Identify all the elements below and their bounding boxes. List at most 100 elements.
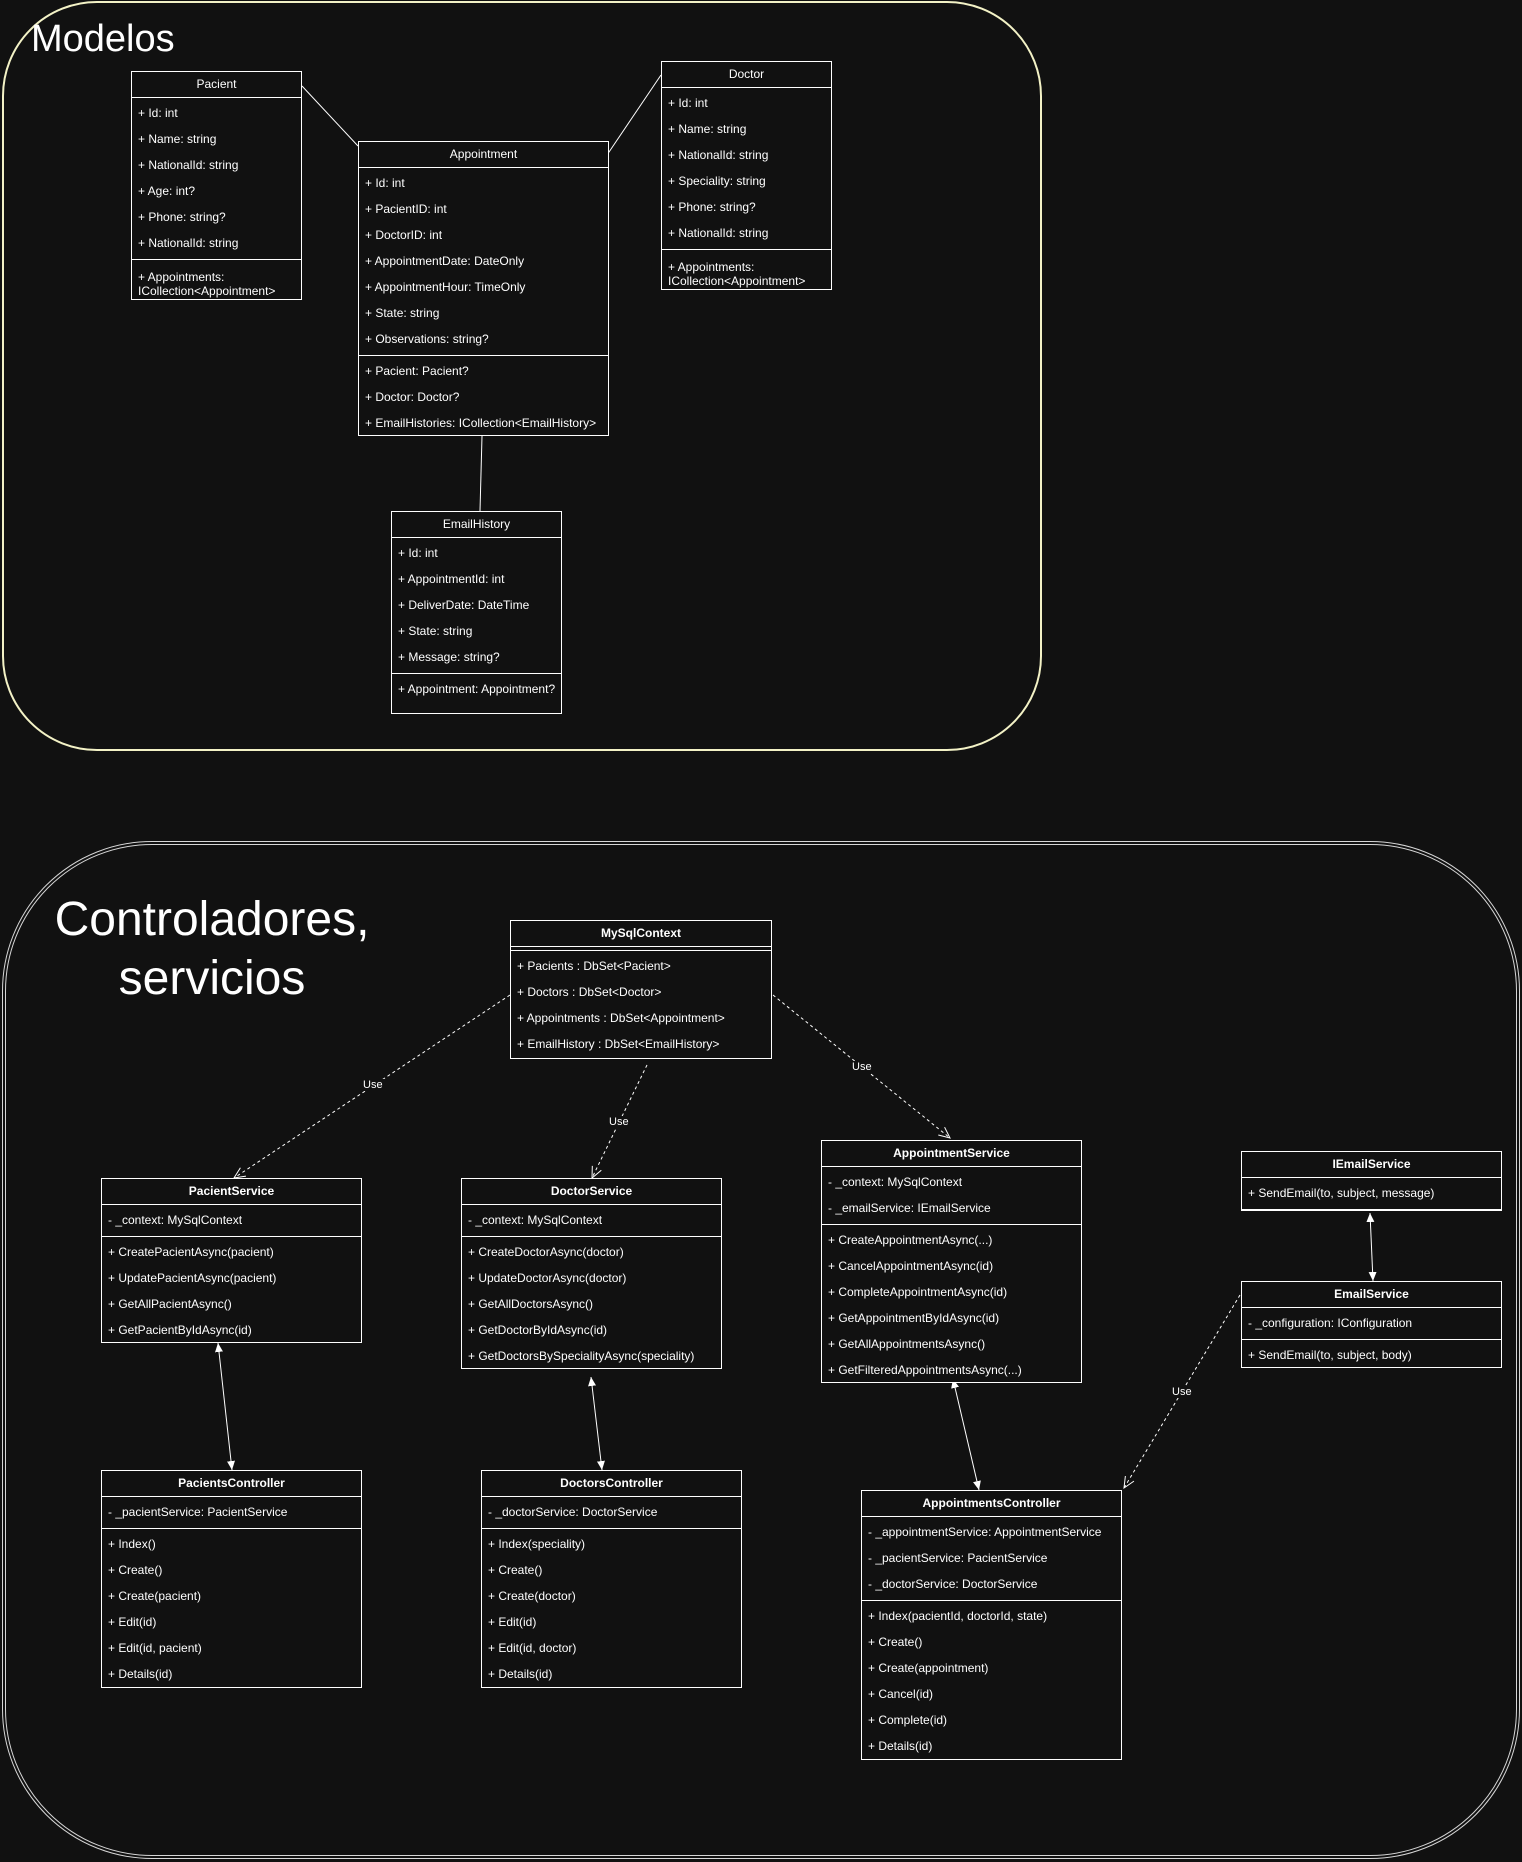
empty-section <box>1242 1209 1501 1213</box>
class-title: DoctorsController <box>482 1471 741 1497</box>
class-title: MySqlContext <box>511 921 771 947</box>
navigation-section: + Appointments: ICollection<Appointment> <box>132 259 301 304</box>
class-doctorservice[interactable]: DoctorService - _context: MySqlContext +… <box>461 1178 722 1369</box>
methods-section: + SendEmail(to, subject, message) <box>1242 1178 1501 1209</box>
attribute-row: + DoctorID: int <box>365 228 443 242</box>
appointmentservice-controller-link <box>951 1378 981 1491</box>
method-row: + SendEmail(to, subject, message) <box>1248 1186 1435 1200</box>
method-row: + Index(speciality) <box>488 1537 586 1551</box>
attributes-section: + Id: int + Name: string + NationalId: s… <box>662 88 831 249</box>
attribute-row: + NationalId: string <box>668 148 769 162</box>
attribute-row: + State: string <box>398 624 473 638</box>
method-row: + Create() <box>108 1563 163 1577</box>
class-appointment[interactable]: Appointment + Id: int + PacientID: int +… <box>358 141 609 436</box>
class-doctorscontroller[interactable]: DoctorsController - _doctorService: Doct… <box>481 1470 742 1688</box>
attribute-row: + DeliverDate: DateTime <box>398 598 530 612</box>
class-appointmentscontroller[interactable]: AppointmentsController - _appointmentSer… <box>861 1490 1122 1760</box>
class-title: EmailService <box>1242 1282 1501 1308</box>
method-row: + UpdatePacientAsync(pacient) <box>108 1271 277 1285</box>
controllers-title-line-2: servicios <box>118 952 306 1005</box>
class-mysqlcontext[interactable]: MySqlContext + Pacients : DbSet<Pacient>… <box>510 920 772 1059</box>
class-appointmentservice[interactable]: AppointmentService - _context: MySqlCont… <box>821 1140 1082 1383</box>
use-edge-emailservice <box>1123 1294 1241 1490</box>
method-row: + Create() <box>868 1635 923 1649</box>
attribute-row: + Id: int <box>398 546 438 560</box>
attribute-row: + Observations: string? <box>365 332 489 346</box>
use-edge-appointmentservice <box>772 994 951 1139</box>
appointment-emailhistory-link <box>479 435 483 512</box>
method-row: + Index(pacientId, doctorId, state) <box>868 1609 1048 1623</box>
property-row: + EmailHistory : DbSet<EmailHistory> <box>517 1037 720 1051</box>
methods-section: + SendEmail(to, subject, body) <box>1242 1339 1501 1371</box>
attribute-row: + PacientID: int <box>365 202 447 216</box>
class-emailhistory[interactable]: EmailHistory + Id: int + AppointmentId: … <box>391 511 562 714</box>
class-title: AppointmentsController <box>862 1491 1121 1517</box>
navigation-section: + Pacient: Pacient? + Doctor: Doctor? + … <box>359 355 608 439</box>
field-row: - _context: MySqlContext <box>108 1213 243 1227</box>
navigation-row: + Appointment: Appointment? <box>398 682 556 696</box>
navigation-row: + EmailHistories: ICollection<EmailHisto… <box>365 416 597 430</box>
navigation-section: + Appointment: Appointment? <box>392 673 561 705</box>
doctorservice-controller-link <box>588 1376 605 1471</box>
field-row: - _context: MySqlContext <box>828 1175 963 1189</box>
attribute-row: + Name: string <box>668 122 747 136</box>
field-row: - _doctorService: DoctorService <box>488 1505 658 1519</box>
use-label-doctorservice: Use <box>607 1116 631 1128</box>
doctor-appointment-link <box>606 74 662 156</box>
field-row: - _appointmentService: AppointmentServic… <box>868 1525 1102 1539</box>
class-title: Doctor <box>662 62 831 88</box>
attribute-row: + NationalId: string <box>138 236 239 250</box>
field-row: - _configuration: IConfiguration <box>1248 1316 1413 1330</box>
attribute-row: + Speciality: string <box>668 174 766 188</box>
class-emailservice[interactable]: EmailService - _configuration: IConfigur… <box>1241 1281 1502 1368</box>
method-row: + Create(doctor) <box>488 1589 576 1603</box>
method-row: + Create(appointment) <box>868 1661 989 1675</box>
attribute-row: + NationalId: string <box>668 226 769 240</box>
fields-section: - _pacientService: PacientService <box>102 1497 361 1528</box>
method-row: + GetAppointmentByIdAsync(id) <box>828 1311 1000 1325</box>
attribute-row: + Phone: string? <box>138 210 226 224</box>
method-row: + CreateDoctorAsync(doctor) <box>468 1245 624 1259</box>
models-group-frame <box>2 1 1042 751</box>
class-iemailservice[interactable]: IEmailService + SendEmail(to, subject, m… <box>1241 1151 1502 1211</box>
method-row: + GetAllDoctorsAsync() <box>468 1297 594 1311</box>
controllers-group-title: Controladores, servicios <box>42 890 382 1008</box>
method-row: + CreateAppointmentAsync(...) <box>828 1233 993 1247</box>
methods-section: + Index(pacientId, doctorId, state) + Cr… <box>862 1600 1121 1762</box>
method-row: + GetAllPacientAsync() <box>108 1297 232 1311</box>
use-edge-pacientservice <box>232 994 511 1179</box>
attribute-row: + AppointmentId: int <box>398 572 505 586</box>
attributes-section: + Id: int + AppointmentId: int + Deliver… <box>392 538 561 673</box>
class-title: Appointment <box>359 142 608 168</box>
property-row: + Appointments : DbSet<Appointment> <box>517 1011 725 1025</box>
class-title: PacientsController <box>102 1471 361 1497</box>
navigation-row: + Pacient: Pacient? <box>365 364 469 378</box>
fields-section: - _context: MySqlContext <box>102 1205 361 1236</box>
fields-section: - _appointmentService: AppointmentServic… <box>862 1517 1121 1600</box>
method-row: + Complete(id) <box>868 1713 948 1727</box>
fields-section: - _configuration: IConfiguration <box>1242 1308 1501 1339</box>
class-pacient[interactable]: Pacient + Id: int + Name: string + Natio… <box>131 71 302 300</box>
methods-section: + Index() + Create() + Create(pacient) +… <box>102 1528 361 1690</box>
method-row: + CompleteAppointmentAsync(id) <box>828 1285 1008 1299</box>
method-row: + Create() <box>488 1563 543 1577</box>
class-pacientscontroller[interactable]: PacientsController - _pacientService: Pa… <box>101 1470 362 1688</box>
class-pacientservice[interactable]: PacientService - _context: MySqlContext … <box>101 1178 362 1343</box>
attributes-section: + Id: int + Name: string + NationalId: s… <box>132 98 301 259</box>
attribute-row: + Message: string? <box>398 650 500 664</box>
navigation-section: + Appointments: ICollection<Appointment> <box>662 249 831 294</box>
method-row: + GetDoctorByIdAsync(id) <box>468 1323 608 1337</box>
method-row: + Details(id) <box>108 1667 173 1681</box>
method-row: + UpdateDoctorAsync(doctor) <box>468 1271 627 1285</box>
field-row: - _emailService: IEmailService <box>828 1201 991 1215</box>
method-row: + GetAllAppointmentsAsync() <box>828 1337 986 1351</box>
attribute-row: + NationalId: string <box>138 158 239 172</box>
fields-section: - _context: MySqlContext - _emailService… <box>822 1167 1081 1224</box>
properties-section: + Pacients : DbSet<Pacient> + Doctors : … <box>511 950 771 1060</box>
property-row: + Doctors : DbSet<Doctor> <box>517 985 662 999</box>
methods-section: + CreateAppointmentAsync(...) + CancelAp… <box>822 1224 1081 1386</box>
navigation-row: + Appointments: ICollection<Appointment> <box>668 260 806 288</box>
pacientservice-controller-link <box>215 1342 235 1471</box>
class-doctor[interactable]: Doctor + Id: int + Name: string + Nation… <box>661 61 832 290</box>
